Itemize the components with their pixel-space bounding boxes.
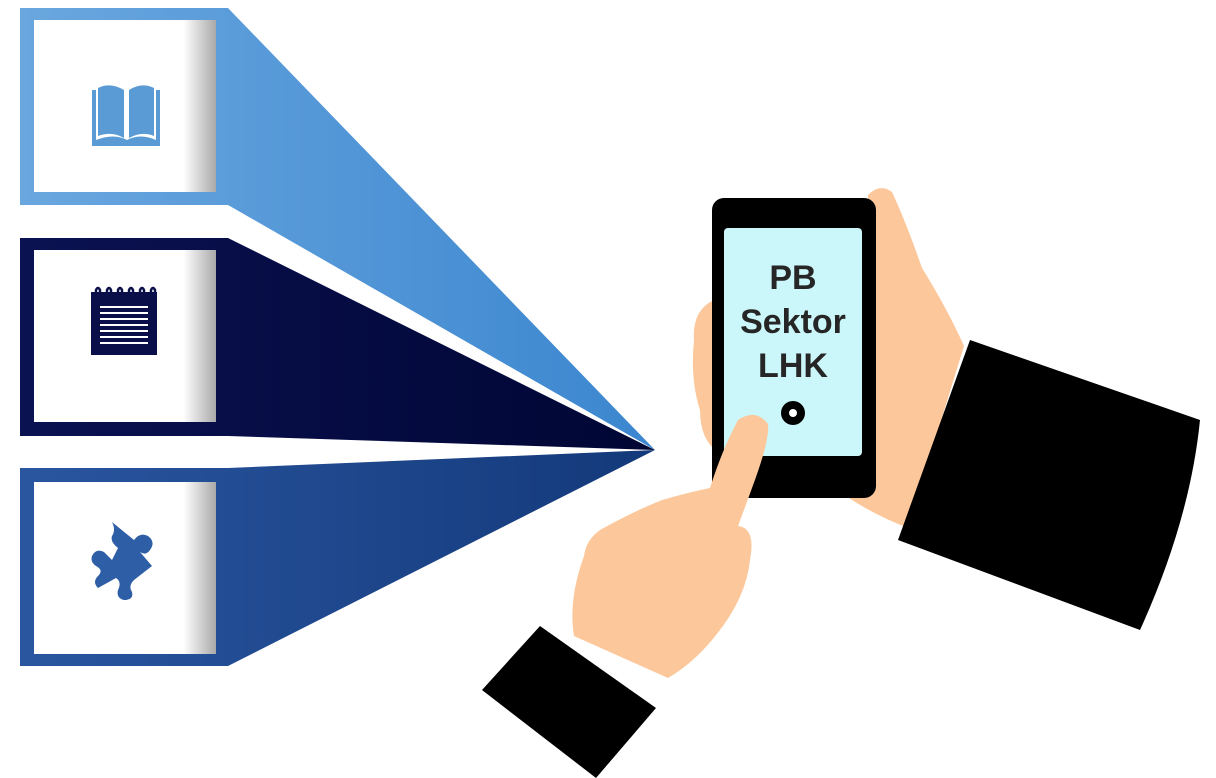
phone-title-line-2: Sektor <box>740 303 846 341</box>
holding-hand: PB Sektor LHK <box>693 188 1200 630</box>
notepad-icon <box>91 288 157 355</box>
panel-notepad <box>20 238 655 450</box>
icon-frame-book <box>34 20 216 192</box>
phone-title-line-3: LHK <box>758 347 828 385</box>
phone-title-line-1: PB <box>769 259 816 297</box>
panel-puzzle <box>20 450 655 666</box>
home-button-dot <box>789 409 797 417</box>
